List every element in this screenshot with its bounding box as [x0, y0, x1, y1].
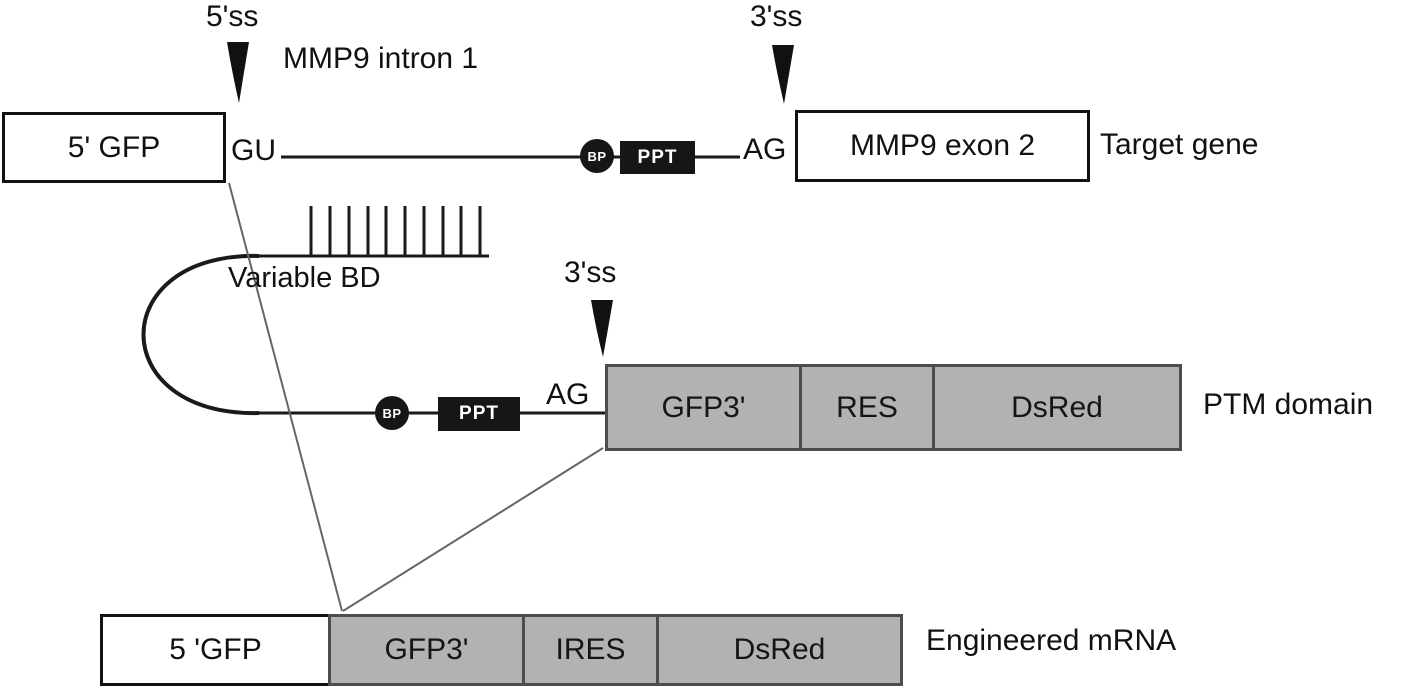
label-ag-ptm: AG [546, 378, 590, 411]
ppt-box-target: PPT [620, 141, 695, 174]
box-dsred-mrna: DsRed [656, 614, 903, 686]
label-3ss-ptm: 3'ss [564, 256, 617, 289]
mrna-cassette: 5 'GFP GFP3' IRES DsRed [100, 614, 903, 686]
branch-point-ptm: BP [375, 396, 409, 430]
box-res-ptm: RES [799, 364, 935, 451]
box-dsred-ptm: DsRed [932, 364, 1182, 451]
box-ires-mrna: IRES [522, 614, 659, 686]
label-3ss-target: 3'ss [750, 0, 803, 33]
label-5ss: 5'ss [206, 0, 259, 33]
splice-site-arrow-icon-5ss [227, 42, 249, 103]
box-gfp3-mrna: GFP3' [328, 614, 525, 686]
ppt-box-ptm: PPT [438, 397, 520, 431]
box-mmp9-exon2: MMP9 exon 2 [795, 110, 1090, 182]
label-mmp9-intron-1: MMP9 intron 1 [283, 42, 479, 75]
splice-diagonal-left [228, 182, 343, 612]
branch-point-target: BP [580, 139, 614, 173]
splice-diagonal-right [342, 447, 604, 612]
ptm-cassette: GFP3' RES DsRed [605, 364, 1182, 451]
label-gu: GU [231, 134, 276, 167]
box-5gfp-mrna: 5 'GFP [100, 614, 331, 686]
label-variable-bd: Variable BD [228, 262, 381, 294]
row-label-ptm-domain: PTM domain [1203, 388, 1374, 421]
row-label-engineered-mrna: Engineered mRNA [926, 624, 1177, 657]
binding-domain-ticks [309, 206, 482, 255]
box-5gfp-target: 5' GFP [2, 112, 226, 183]
splice-site-arrow-icon-3ss-ptm [591, 300, 613, 357]
splice-site-arrow-icon-3ss-target [772, 45, 794, 104]
ptm-loop-arc [141, 253, 260, 416]
box-gfp3-ptm: GFP3' [605, 364, 802, 451]
row-label-target-gene: Target gene [1100, 128, 1259, 161]
label-ag-target: AG [743, 133, 787, 166]
